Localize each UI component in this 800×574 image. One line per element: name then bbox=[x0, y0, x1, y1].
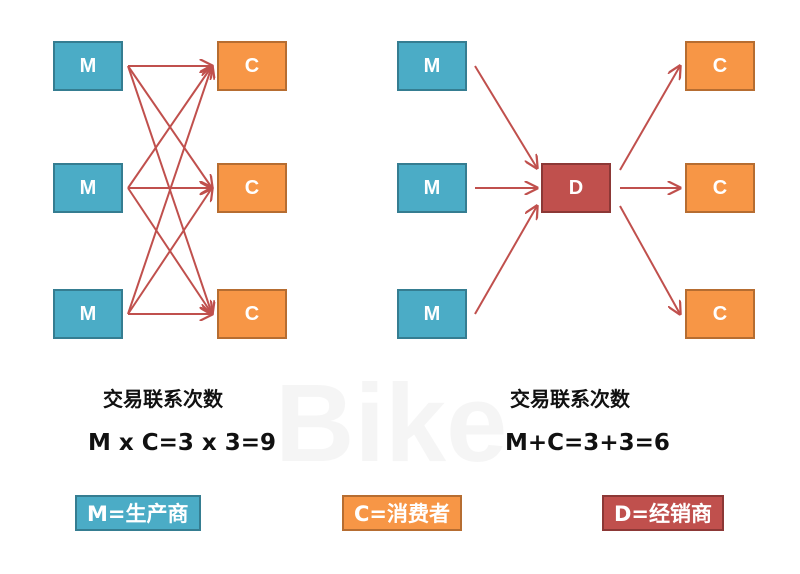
right-arrow-d-c1 bbox=[619, 66, 680, 171]
left-manufacturer-node-3: M bbox=[53, 289, 123, 339]
left-arrow-m2-c1 bbox=[127, 66, 212, 189]
right-manufacturer-node-1: M bbox=[397, 41, 467, 91]
dealer-node: D bbox=[541, 163, 611, 213]
right-consumer-node-3: C bbox=[685, 289, 755, 339]
left-consumer-node-1: C bbox=[217, 41, 287, 91]
left-arrow-m3-c1 bbox=[127, 66, 212, 315]
left-formula: M x C=3 x 3=9 bbox=[88, 430, 277, 456]
left-manufacturer-node-2: M bbox=[53, 163, 123, 213]
legend-dealer: D=经销商 bbox=[602, 495, 725, 531]
right-arrow-m3-d bbox=[474, 206, 537, 315]
right-arrow-d-c3 bbox=[619, 205, 680, 314]
legend-consumer: C=消费者 bbox=[342, 495, 463, 531]
legend-manufacturer: M=生产商 bbox=[75, 495, 201, 531]
left-arrow-m3-c2 bbox=[127, 188, 212, 315]
right-manufacturer-node-3: M bbox=[397, 289, 467, 339]
left-consumer-node-3: C bbox=[217, 289, 287, 339]
left-title: 交易联系次数 bbox=[103, 387, 223, 411]
left-manufacturer-node-1: M bbox=[53, 41, 123, 91]
right-consumer-node-2: C bbox=[685, 163, 755, 213]
right-arrow-m1-d bbox=[474, 65, 537, 168]
right-manufacturer-node-2: M bbox=[397, 163, 467, 213]
right-title: 交易联系次数 bbox=[510, 387, 630, 411]
right-formula: M+C=3+3=6 bbox=[505, 430, 670, 456]
right-consumer-node-1: C bbox=[685, 41, 755, 91]
left-consumer-node-2: C bbox=[217, 163, 287, 213]
